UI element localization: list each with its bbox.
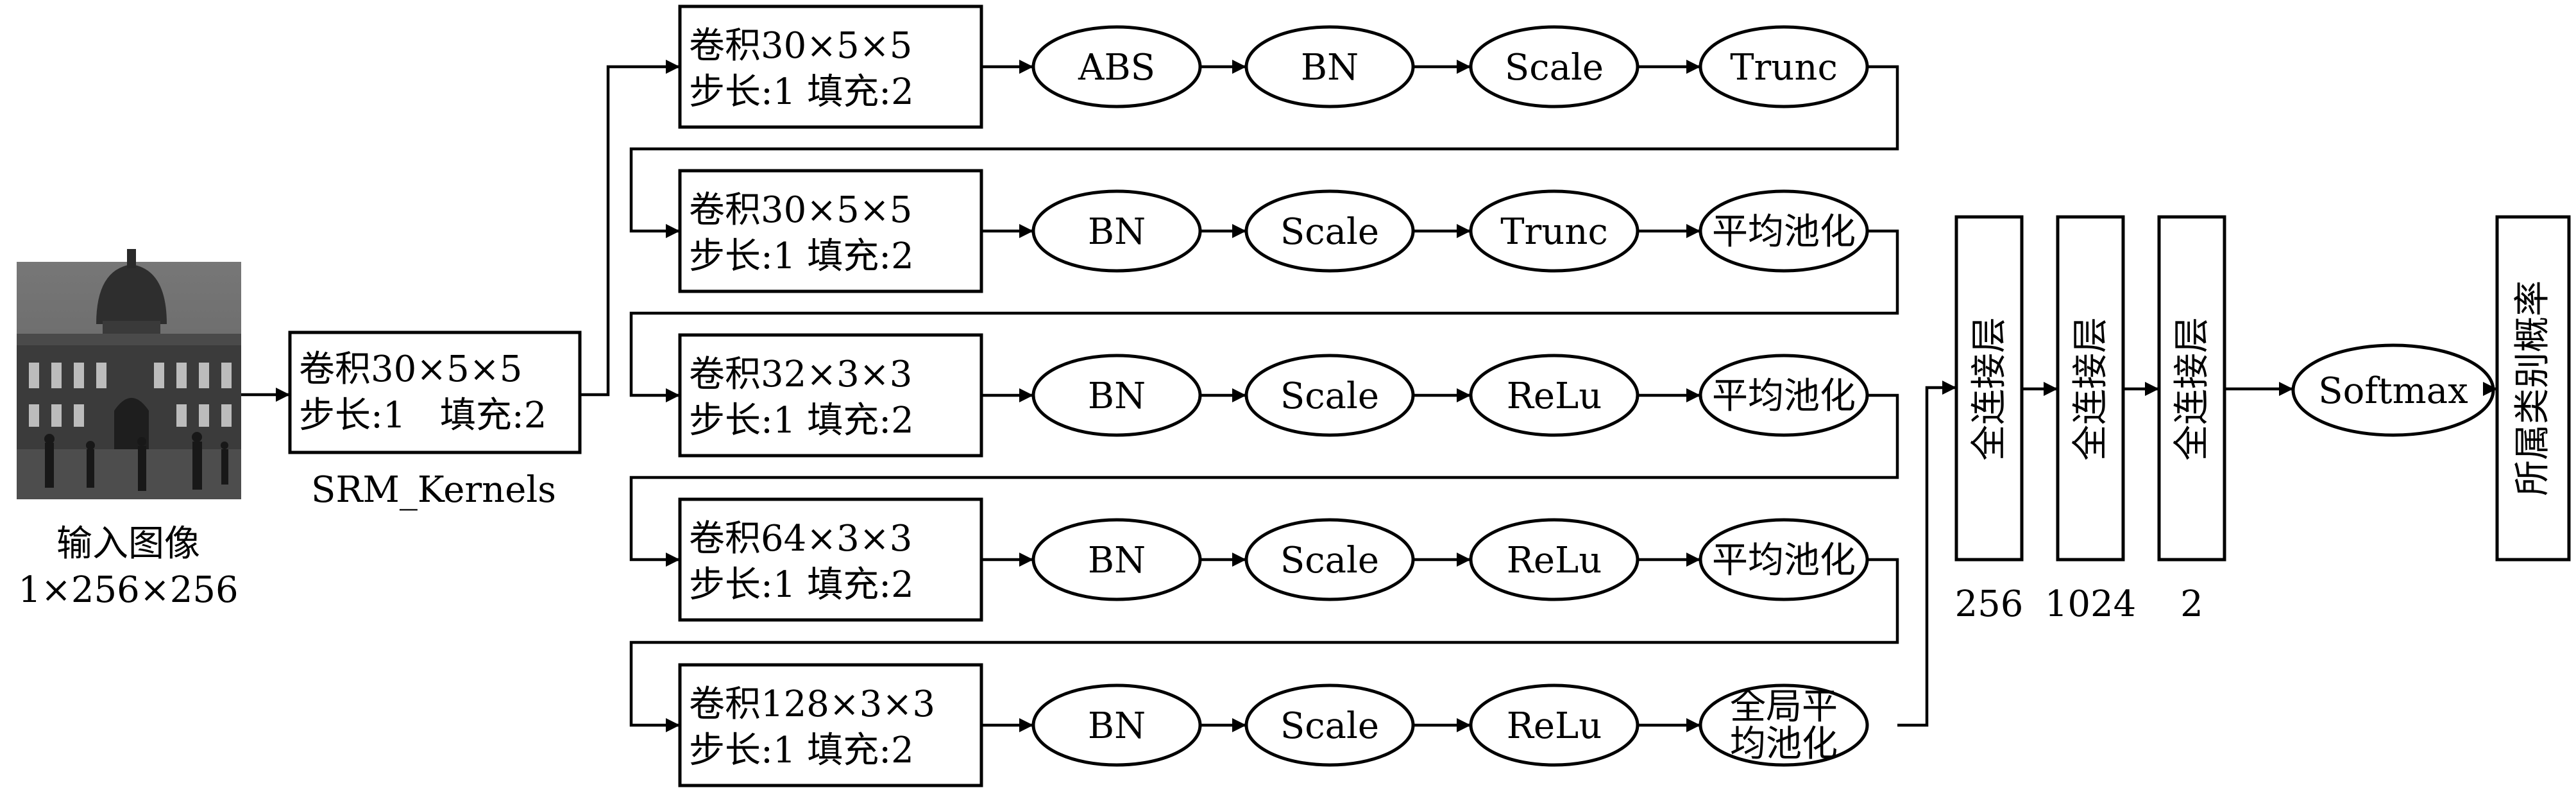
row4-op-3-label: ReLu [1507, 540, 1602, 581]
fc-layers: 全连接层 256 全连接层 1024 全连接层 2 [1954, 215, 2226, 625]
row4-op-2-label: Scale [1280, 540, 1379, 581]
row3-op-3-label: ReLu [1507, 375, 1602, 417]
fc3-label: 全连接层 [2171, 317, 2213, 461]
srm-conv-line1: 卷积30×5×5 [299, 348, 522, 390]
row3-op-4-label: 平均池化 [1712, 375, 1856, 417]
fc1-units: 256 [1955, 583, 2024, 625]
input-size: 1×256×256 [18, 569, 238, 611]
row5-op-1-label: BN [1088, 705, 1146, 747]
output-label: 所属类别概率 [2512, 280, 2554, 496]
fc2-box [2056, 215, 2125, 562]
row2-conv-box [678, 169, 983, 293]
fc3-box [2157, 215, 2226, 562]
arrow-row5-to-fc1 [1897, 381, 1956, 727]
softmax-label: Softmax [2318, 370, 2468, 412]
row3-op-1-label: BN [1088, 375, 1146, 417]
row3-conv-box [678, 333, 983, 458]
row2-op-4-label: 平均池化 [1712, 211, 1856, 253]
row5-op-4-label-2: 均池化 [1730, 723, 1838, 765]
row2-conv-line1: 卷积30×5×5 [689, 189, 912, 231]
row1-op-2-label: BN [1301, 47, 1359, 89]
row2-to-row3-connector [629, 229, 1899, 402]
srm-conv-box [288, 331, 582, 454]
row5-op-3-label: ReLu [1507, 705, 1602, 747]
row3-op-2-label: Scale [1280, 375, 1379, 417]
row4-conv-line1: 卷积64×3×3 [689, 518, 912, 560]
row3-to-row4-connector [629, 393, 1899, 567]
srm-caption: SRM_Kernels [311, 469, 556, 511]
fc2-label: 全连接层 [2070, 317, 2112, 461]
output-box [2495, 215, 2571, 562]
fc3-units: 2 [2180, 583, 2203, 625]
row2-op-1-label: BN [1088, 211, 1146, 253]
row1-op-4-label: Trunc [1730, 47, 1838, 89]
row4-to-row5-connector [629, 558, 1899, 732]
row4-op-4-label: 平均池化 [1712, 540, 1856, 581]
row1-op-1-label: ABS [1078, 47, 1155, 89]
row5-conv-line1: 卷积128×3×3 [689, 683, 935, 725]
fc1-box [1954, 215, 2024, 562]
srm-conv-line2: 步长:1 填充:2 [299, 395, 547, 436]
row1-op-3-label: Scale [1505, 47, 1604, 89]
row1-to-row2-connector [629, 65, 1899, 238]
row5-op-2-label: Scale [1280, 705, 1379, 747]
row5-op-4-label-1: 全局平 [1730, 686, 1838, 728]
row3-conv-line2: 步长:1 填充:2 [689, 400, 914, 442]
row4-conv-line2: 步长:1 填充:2 [689, 564, 914, 606]
fc2-units: 1024 [2045, 583, 2137, 625]
row1-conv-line1: 卷积30×5×5 [689, 25, 912, 67]
row3-conv-line1: 卷积32×3×3 [689, 354, 912, 395]
input-label: 输入图像 [56, 523, 200, 565]
input-image [17, 249, 241, 499]
arrow-srm-to-row1 [580, 60, 680, 397]
row2-op-2-label: Scale [1280, 211, 1379, 253]
row4-op-1-label: BN [1088, 540, 1146, 581]
row5-conv-line2: 步长:1 填充:2 [689, 730, 914, 771]
row5-op-4 [1699, 683, 1869, 767]
row2-op-3-label: Trunc [1500, 211, 1608, 253]
row2-conv-line2: 步长:1 填充:2 [689, 236, 914, 277]
row1-conv-line2: 步长:1 填充:2 [689, 71, 914, 113]
row5-conv-box [678, 663, 983, 787]
row4-conv-box [678, 497, 983, 622]
fc1-label: 全连接层 [1969, 317, 2010, 461]
